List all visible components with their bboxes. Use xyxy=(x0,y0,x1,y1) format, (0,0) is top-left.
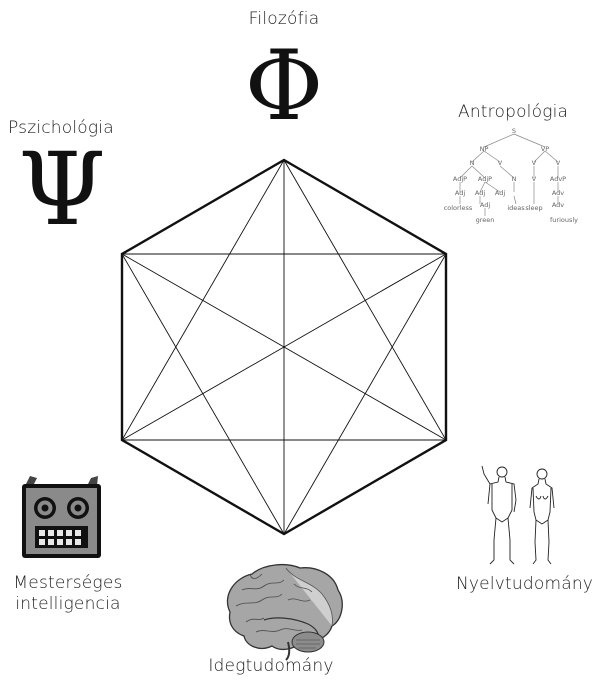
parse-tree-icon: S NP VP N V V V AdjP AdjP N V AdvP Adj A… xyxy=(440,124,590,244)
tree-node-adjp2: AdjP xyxy=(478,175,492,183)
tree-node-v4: V xyxy=(532,175,537,183)
tree-node-adj1: Adj xyxy=(455,189,465,197)
tree-node-adj3: Adj xyxy=(495,189,505,197)
tree-node-adv: Adv xyxy=(552,189,564,197)
label-ai-line1: Mesterséges xyxy=(4,573,132,594)
tree-word-colorless: colorless xyxy=(444,204,473,212)
tree-node-adv2: Adv xyxy=(552,201,564,209)
human-figures-icon xyxy=(470,460,570,570)
label-anthropology: Antropológia xyxy=(458,102,568,123)
tree-node-n: N xyxy=(470,159,475,167)
tree-node-adjp1: AdjP xyxy=(453,175,467,183)
tree-node-n2: N xyxy=(512,175,517,183)
label-ai: Mesterséges intelligencia xyxy=(4,573,132,616)
brain-icon xyxy=(216,560,346,660)
tree-node-v: V xyxy=(498,159,503,167)
tree-word-green: green xyxy=(476,216,495,224)
label-ai-line2: intelligencia xyxy=(4,594,132,615)
tree-node-v2: V xyxy=(532,159,537,167)
tree-node-s: S xyxy=(512,127,516,135)
tree-node-adj2: Adj xyxy=(475,189,485,197)
label-neuroscience: Idegtudomány xyxy=(206,656,336,677)
label-linguistics: Nyelvtudomány xyxy=(456,574,593,595)
tree-word-furiously: furiously xyxy=(550,216,578,224)
tree-node-adj4: Adj xyxy=(480,201,490,209)
tree-word-sleep: sleep xyxy=(525,204,542,212)
tree-node-vp: VP xyxy=(541,145,549,153)
tree-node-v3: V xyxy=(556,159,561,167)
robot-icon xyxy=(17,470,107,560)
tree-node-np: NP xyxy=(480,145,489,153)
tree-word-ideas: ideas xyxy=(507,204,525,212)
phi-symbol-icon: Φ xyxy=(224,38,344,134)
label-philosophy: Filozófia xyxy=(234,9,334,30)
psi-symbol-icon: Ψ xyxy=(2,140,122,240)
tree-node-advp: AdvP xyxy=(550,175,566,183)
